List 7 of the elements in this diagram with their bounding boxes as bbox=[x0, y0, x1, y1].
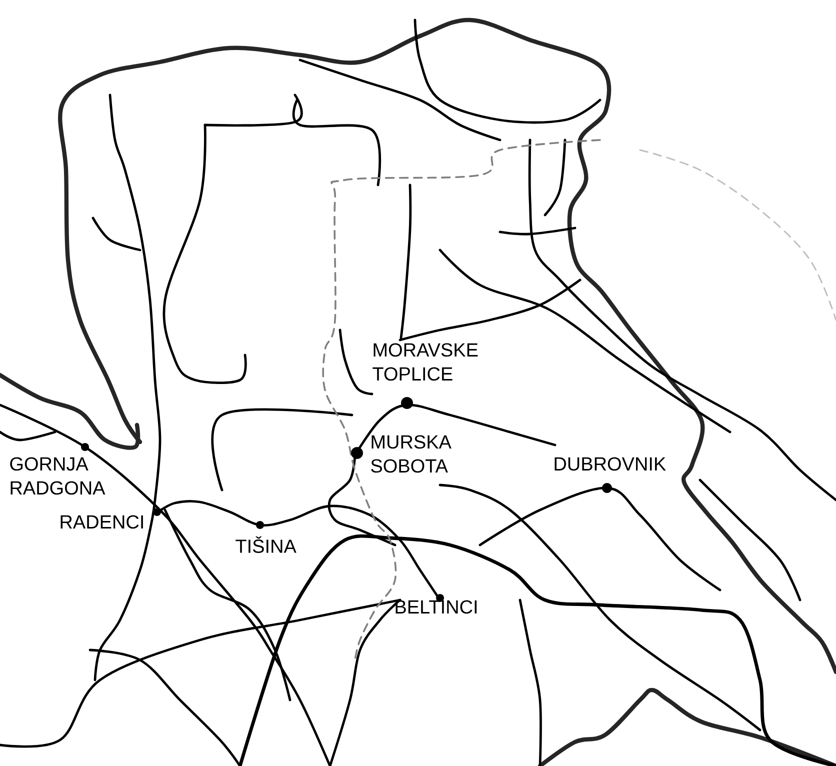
place-name: RADENCI bbox=[60, 515, 143, 529]
place-name: GORNJA RADGONA bbox=[10, 457, 106, 495]
place-name: DUBROVNIK bbox=[554, 457, 666, 471]
place-name: BELTINCI bbox=[396, 600, 477, 614]
place-name: TIŠINA bbox=[236, 536, 296, 553]
place-name: MORAVSKE TOPLICE bbox=[372, 343, 478, 381]
place-name: MURSKA SOBOTA bbox=[371, 435, 452, 473]
